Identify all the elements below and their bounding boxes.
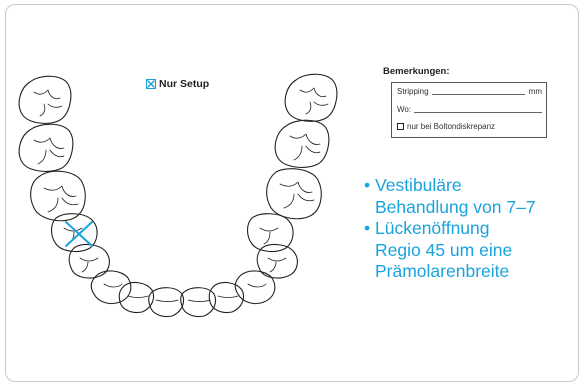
tooth-46 [31, 171, 86, 221]
note-line: Behandlung von 7–7 [375, 197, 536, 219]
note-bullet: • [364, 218, 370, 240]
note-line: Lückenöffnung [375, 218, 536, 240]
stripping-field[interactable] [432, 87, 525, 95]
note-line: Vestibuläre [375, 175, 536, 197]
tooth-42 [119, 283, 153, 313]
tooth-43 [91, 271, 131, 304]
tooth-47 [19, 124, 73, 171]
where-label: Wo: [397, 105, 411, 114]
note-bullet: • [364, 175, 370, 197]
setup-only-label: Nur Setup [159, 78, 209, 90]
where-field[interactable] [414, 105, 542, 113]
tooth-36 [267, 169, 322, 219]
tooth-mark-x [66, 222, 92, 246]
bolton-row[interactable]: nur bei Boltondiskrepanz [397, 122, 542, 131]
tooth-48 [19, 76, 71, 123]
treatment-notes: • Vestibuläre Behandlung von 7–7 • Lücke… [364, 175, 536, 283]
tooth-34 [257, 245, 297, 278]
note-line: Regio 45 um eine [375, 240, 536, 262]
remarks-title: Bemerkungen: [383, 66, 450, 77]
tooth-32 [209, 283, 243, 313]
note-item: • Lückenöffnung Regio 45 um eine Prämola… [364, 218, 536, 283]
stripping-label: Stripping [397, 87, 429, 96]
tooth-38 [285, 74, 337, 121]
setup-only-option[interactable]: Nur Setup [146, 78, 209, 90]
tooth-45 [52, 214, 98, 252]
stripping-unit: mm [529, 87, 542, 96]
setup-only-checkbox[interactable] [146, 79, 156, 89]
tooth-35 [248, 214, 294, 252]
tooth-41 [149, 288, 184, 317]
stripping-row: Stripping mm [397, 87, 542, 96]
tooth-44 [69, 245, 109, 278]
remarks-box: Stripping mm Wo: nur bei Boltondiskrepan… [391, 82, 547, 138]
note-item: • Vestibuläre Behandlung von 7–7 [364, 175, 536, 218]
bolton-checkbox[interactable] [397, 123, 404, 130]
bolton-label: nur bei Boltondiskrepanz [407, 122, 495, 131]
tooth-37 [275, 120, 329, 167]
note-line: Prämolarenbreite [375, 261, 536, 283]
where-row: Wo: [397, 105, 542, 114]
tooth-33 [235, 271, 275, 304]
